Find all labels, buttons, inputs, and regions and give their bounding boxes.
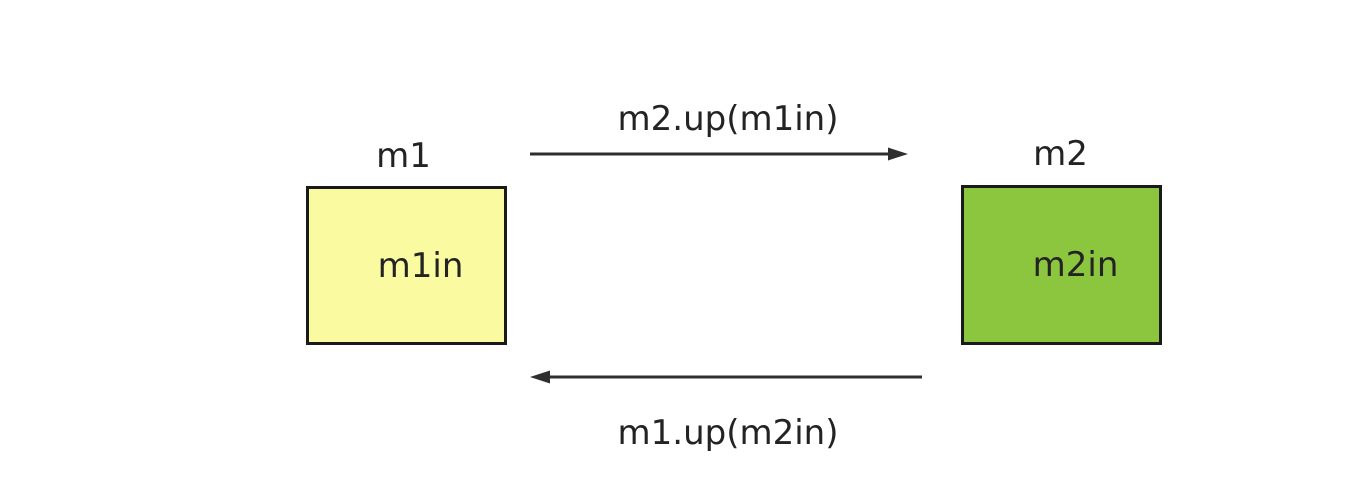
arrowhead-right-icon xyxy=(888,147,908,161)
edge-label-m2-to-m1: m1.up(m2in) xyxy=(617,413,839,453)
arrowhead-left-icon xyxy=(530,370,550,384)
node-m2-title: m2 xyxy=(1033,134,1088,174)
edge-label-m1-to-m2: m2.up(m1in) xyxy=(617,99,839,139)
edge-m2-to-m1 xyxy=(530,370,922,384)
edge-m1-to-m2 xyxy=(530,147,908,161)
node-m1: m1in xyxy=(306,186,507,345)
node-m1-label: m1in xyxy=(377,245,464,286)
node-m1-title: m1 xyxy=(376,136,431,176)
node-m2: m2in xyxy=(961,185,1162,345)
node-m2-label: m2in xyxy=(1032,245,1119,285)
